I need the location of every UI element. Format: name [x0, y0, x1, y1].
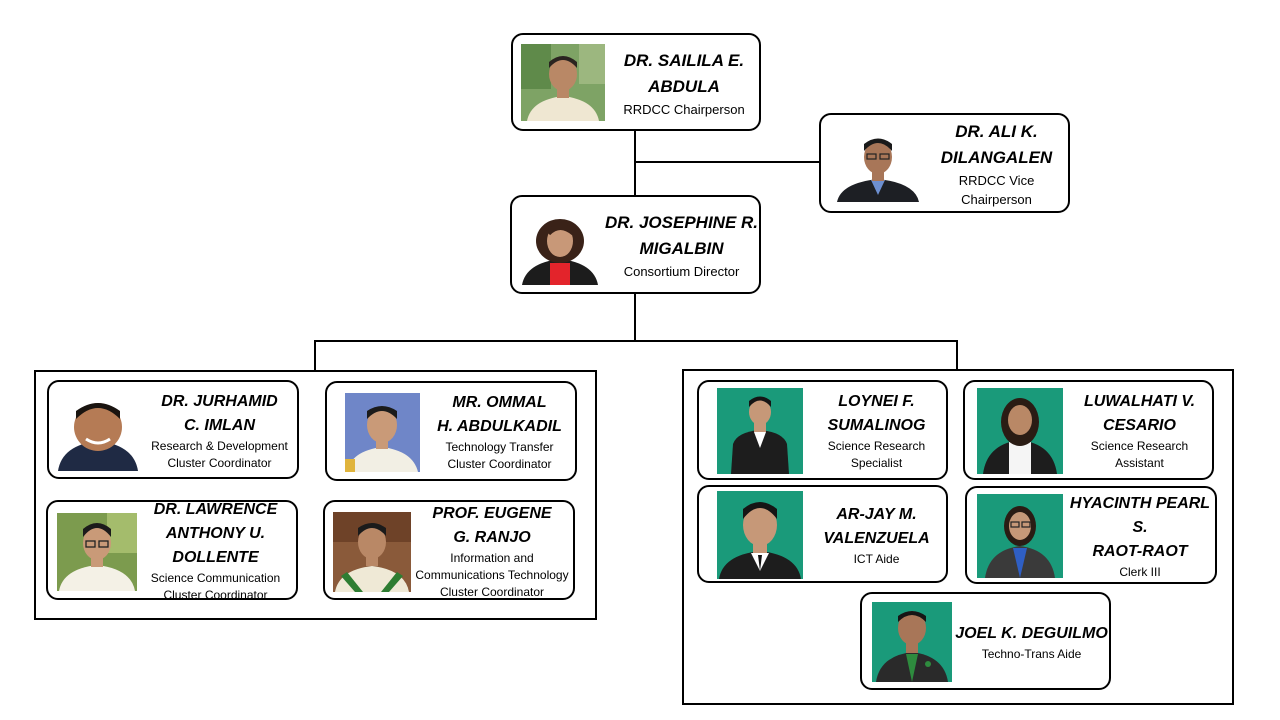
connector-to-vice-chair	[635, 161, 821, 163]
raotraot-card: HYACINTH PEARL S. RAOT-RAOT Clerk III	[965, 486, 1217, 584]
dollente-name: DR. LAWRENCE ANTHONY U. DOLLENTE	[153, 501, 278, 566]
imlan-position: Research & Development Cluster Coordinat…	[151, 438, 288, 470]
abdulkadil-position: Technology Transfer Cluster Coordinator	[445, 440, 554, 471]
raotraot-position: Clerk III	[1119, 564, 1161, 579]
connector-right-branch	[956, 340, 958, 370]
deguilmo-photo	[872, 602, 952, 682]
ranjo-position: Information and Communications Technolog…	[415, 550, 569, 599]
vice-chairperson-position: RRDCC Vice Chairperson	[958, 173, 1035, 207]
vice-chairperson-name: DR. ALI K. DILANGALEN	[940, 122, 1053, 167]
cesario-name: LUWALHATI V. CESARIO	[1083, 393, 1196, 434]
dollente-photo	[57, 513, 137, 591]
valenzuela-name: AR-JAY M. VALENZUELA	[823, 505, 930, 547]
vice-chairperson-photo	[835, 125, 921, 202]
valenzuela-card: AR-JAY M. VALENZUELA ICT Aide	[697, 485, 948, 583]
director-card: DR. JOSEPHINE R. MIGALBIN Consortium Dir…	[510, 195, 761, 294]
connector-chair-to-director	[634, 130, 636, 196]
connector-horizontal-branch	[314, 340, 958, 342]
sumalinog-position: Science Research Specialist	[827, 439, 926, 470]
director-position: Consortium Director	[623, 264, 740, 279]
deguilmo-name: JOEL K. DEGUILMO	[955, 624, 1108, 642]
chairperson-photo	[521, 44, 605, 121]
connector-left-branch	[314, 340, 316, 371]
ranjo-name: PROF. EUGENE G. RANJO	[432, 504, 552, 546]
chairperson-card: DR. SAILILA E. ABDULA RRDCC Chairperson	[511, 33, 761, 131]
chairperson-name: DR. SAILILA E. ABDULA	[623, 50, 745, 96]
abdulkadil-photo	[345, 393, 420, 472]
ranjo-photo	[333, 512, 411, 592]
raotraot-photo	[977, 494, 1063, 578]
dollente-position: Science Communication Cluster Coordinato…	[150, 571, 281, 602]
valenzuela-position: ICT Aide	[853, 551, 900, 566]
sumalinog-name: LOYNEI F. SUMALINOG	[827, 393, 926, 434]
chairperson-position: RRDCC Chairperson	[623, 101, 745, 117]
ranjo-card: PROF. EUGENE G. RANJO Information and Co…	[323, 500, 575, 600]
valenzuela-photo	[717, 491, 803, 579]
sumalinog-photo	[717, 388, 803, 474]
imlan-photo	[58, 393, 138, 471]
cesario-photo	[977, 388, 1063, 474]
imlan-card: DR. JURHAMID C. IMLAN Research & Develop…	[47, 380, 299, 479]
abdulkadil-name: MR. OMMAL H. ABDULKADIL	[437, 394, 562, 435]
connector-director-down	[634, 293, 636, 341]
imlan-name: DR. JURHAMID C. IMLAN	[161, 392, 278, 434]
abdulkadil-card: MR. OMMAL H. ABDULKADIL Technology Trans…	[325, 381, 577, 481]
deguilmo-position: Techno-Trans Aide	[981, 646, 1082, 661]
director-name: DR. JOSEPHINE R. MIGALBIN	[604, 213, 759, 258]
vice-chairperson-card: DR. ALI K. DILANGALEN RRDCC Vice Chairpe…	[819, 113, 1070, 213]
raotraot-name: HYACINTH PEARL S. RAOT-RAOT	[1069, 494, 1211, 560]
deguilmo-card: JOEL K. DEGUILMO Techno-Trans Aide	[860, 592, 1111, 690]
cesario-position: Science Research Assistant	[1090, 439, 1189, 470]
director-photo	[518, 207, 602, 285]
dollente-card: DR. LAWRENCE ANTHONY U. DOLLENTE Science…	[46, 500, 298, 602]
cesario-card: LUWALHATI V. CESARIO Science Research As…	[963, 380, 1214, 480]
sumalinog-card: LOYNEI F. SUMALINOG Science Research Spe…	[697, 380, 948, 480]
